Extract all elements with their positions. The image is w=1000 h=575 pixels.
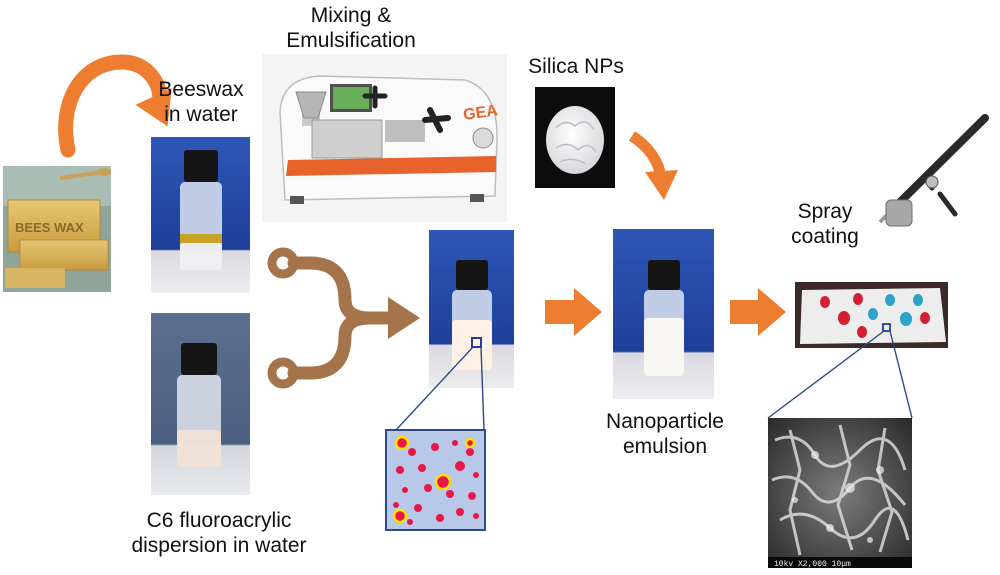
sem-scale-text: 10kv X2,000 10μm bbox=[774, 560, 851, 569]
beeswax-block-text: BEES WAX bbox=[15, 220, 84, 235]
curved-orange-arrow bbox=[58, 54, 172, 158]
label-mixing-line1: Mixing & bbox=[310, 4, 392, 27]
vial-beeswax-photo bbox=[151, 137, 250, 293]
label-silica-nps: Silica NPs bbox=[528, 55, 624, 78]
label-mixing-line2: Emulsification bbox=[286, 29, 416, 53]
vial-fluoroacrylic-photo bbox=[151, 313, 250, 495]
beeswax-block-photo bbox=[3, 166, 111, 292]
arrow-to-nanoemulsion bbox=[545, 288, 602, 336]
silica-nanoparticles-photo bbox=[535, 87, 615, 188]
arrow-to-coating bbox=[730, 288, 786, 336]
machine-logo: GEA bbox=[462, 102, 499, 124]
label-mixing-emulsification: Mixing & Emulsification bbox=[268, 3, 434, 53]
label-nano-line1: Nanoparticle bbox=[606, 410, 724, 433]
label-spray-line1: Spray bbox=[797, 200, 853, 223]
airbrush-icon bbox=[878, 114, 989, 227]
zoom-lines-sem bbox=[767, 330, 913, 419]
vial-nanoparticle-emulsion-photo bbox=[613, 229, 714, 399]
merge-arrowhead bbox=[388, 297, 420, 339]
label-nano-line2: emulsion bbox=[622, 435, 708, 459]
label-c6-fluoroacrylic: C6 fluoroacrylic dispersion in water bbox=[110, 508, 328, 558]
label-beeswax-line1: Beeswax bbox=[158, 78, 244, 101]
label-fluoro-line2: dispersion in water bbox=[131, 534, 307, 558]
label-nanoparticle-emulsion: Nanoparticle emulsion bbox=[590, 409, 740, 459]
label-beeswax-line2: in water bbox=[164, 103, 238, 127]
vial-mixed-emulsion-photo bbox=[429, 230, 514, 388]
silica-down-arrow bbox=[628, 131, 678, 200]
label-spray-line2: coating bbox=[791, 225, 859, 249]
emulsion-droplet-inset bbox=[385, 429, 486, 531]
label-spray-coating: Spray coating bbox=[780, 199, 870, 249]
zoom-lines-droplets bbox=[395, 346, 485, 431]
coated-surface-photo bbox=[795, 282, 948, 348]
label-fluoro-line1: C6 fluoroacrylic bbox=[146, 509, 292, 532]
label-beeswax-in-water: Beeswax in water bbox=[140, 77, 262, 127]
homogenizer-machine-photo bbox=[262, 54, 507, 222]
merge-connector bbox=[267, 247, 402, 389]
sem-micrograph bbox=[768, 418, 912, 568]
